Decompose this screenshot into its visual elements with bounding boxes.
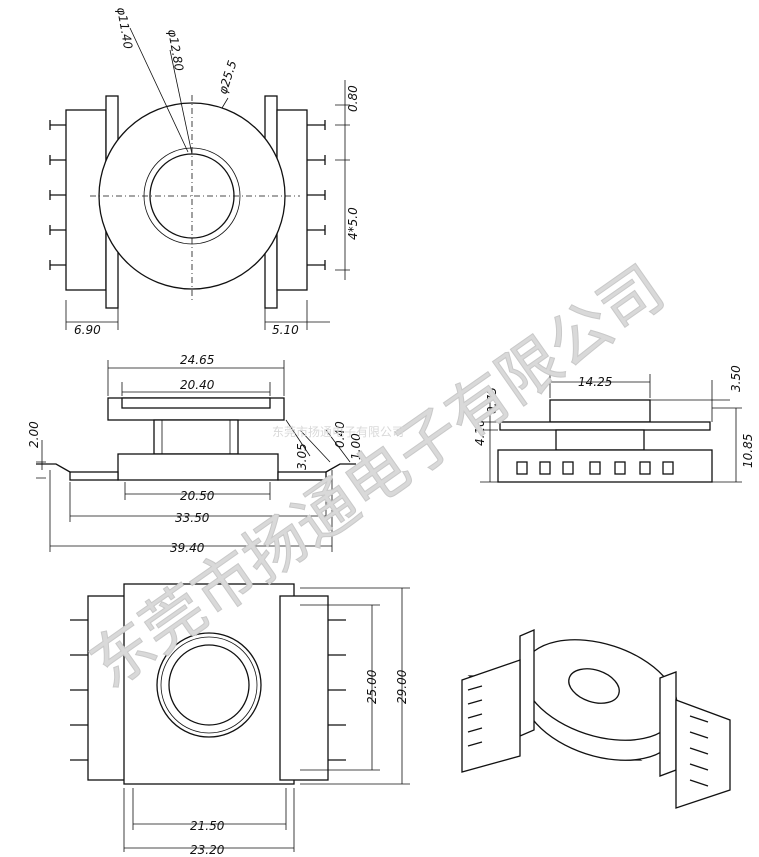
dim-pin-top: 0.80: [346, 85, 360, 112]
dim-total-height: 10.85: [741, 434, 755, 468]
dim-base-width: 33.50: [175, 511, 210, 525]
dim-top: 3.50: [729, 365, 743, 392]
dim-width: 14.25: [578, 375, 612, 389]
side-view: 24.65 20.40 20.50 33.50 39.40 2.00 3.05 …: [27, 353, 363, 555]
dim-total-width: 23.20: [190, 843, 225, 857]
dim-left-mid: 4.10: [473, 419, 487, 446]
bottom-view: 25.00 29.00 21.50 23.20: [70, 583, 410, 857]
end-view: 14.25 3.50 0.75 4.10 10.85: [473, 365, 755, 483]
dim-inner-dia: φ11.40: [114, 6, 135, 50]
isometric-view: [461, 629, 731, 809]
dim-left-top: 0.75: [485, 387, 499, 414]
dim-height-left: 2.00: [27, 421, 41, 448]
dim-inner-width: 21.50: [190, 819, 225, 833]
dim-left-offset: 6.90: [74, 323, 101, 337]
dim-small-b: 0.40: [333, 421, 347, 448]
dim-right-offset: 5.10: [272, 323, 299, 337]
dim-pin-pitch: 4*5.0: [346, 207, 360, 240]
dim-mid-dia: φ12.80: [165, 28, 186, 72]
dim-inner-height: 25.00: [365, 669, 379, 704]
top-view: φ11.40 φ12.80 φ25.5 0.80 4*5.0 6.90 5.10: [49, 6, 360, 337]
dim-total-height: 29.00: [395, 669, 409, 704]
dim-base-inner: 20.50: [180, 489, 215, 503]
dim-outer-dia: φ25.5: [216, 59, 240, 96]
dim-small-c: 1.00: [349, 433, 363, 460]
watermark-small: 东莞市扬通电子有限公司: [272, 424, 404, 439]
dim-small-a: 3.05: [295, 443, 309, 470]
dim-inner-width: 20.40: [180, 378, 215, 392]
dim-total-width: 39.40: [170, 541, 205, 555]
dim-top-width: 24.65: [180, 353, 214, 367]
